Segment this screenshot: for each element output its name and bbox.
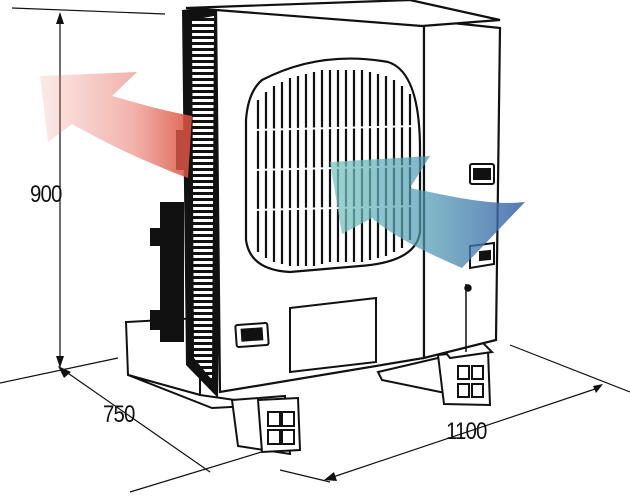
depth-dimension-line: [61, 368, 211, 473]
service-panel-icon: [289, 241, 495, 374]
intake-airflow-arrow: [330, 156, 525, 268]
handle-icon: [234, 163, 495, 348]
side-coil-panel: [150, 6, 222, 398]
width-dimension-label: 1100: [446, 418, 487, 445]
label-plate-icon: [464, 284, 472, 352]
width-dimension-line: [329, 387, 599, 479]
depth-dimension-label: 750: [103, 401, 135, 428]
dimension-lines: [0, 7, 630, 493]
height-dimension-label: 900: [30, 181, 62, 208]
exhaust-airflow-arrow: [40, 72, 192, 178]
